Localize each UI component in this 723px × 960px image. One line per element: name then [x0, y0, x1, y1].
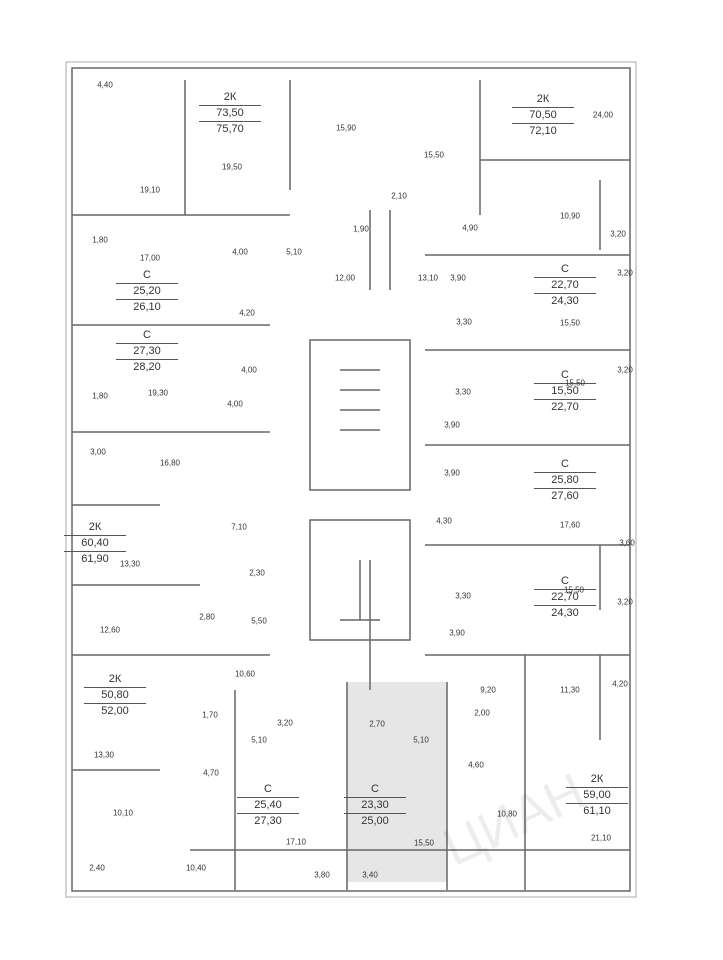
- room-area: 2,80: [199, 612, 215, 622]
- room-area: 2,00: [474, 708, 490, 718]
- room-area: 19,50: [221, 162, 243, 172]
- room-area: 10,60: [234, 669, 256, 679]
- room-area: 16,80: [159, 458, 181, 468]
- room-area: 2,10: [391, 191, 407, 201]
- room-area: 3,80: [314, 870, 330, 880]
- room-area: 15,50: [564, 378, 586, 388]
- room-area: 17,60: [559, 520, 581, 530]
- room-area: 5,10: [413, 735, 429, 745]
- room-area: 4,90: [462, 223, 478, 233]
- room-area: 4,20: [612, 679, 628, 689]
- room-area: 3,90: [450, 273, 466, 283]
- room-area: 4,00: [227, 399, 243, 409]
- room-area: 15,50: [413, 838, 435, 848]
- room-area: 19,10: [139, 185, 161, 195]
- room-area: 15,90: [335, 123, 357, 133]
- room-area: 3,20: [617, 268, 633, 278]
- room-area: 3,90: [444, 468, 460, 478]
- room-area: 5,10: [251, 735, 267, 745]
- room-area: 3,30: [455, 387, 471, 397]
- room-area: 3,90: [444, 420, 460, 430]
- room-area: 1,70: [202, 710, 218, 720]
- room-area: 13,30: [119, 559, 141, 569]
- highlighted-apartment: [347, 682, 447, 882]
- room-area: 10,90: [559, 211, 581, 221]
- room-area: 4,40: [97, 80, 113, 90]
- room-area: 15,50: [563, 585, 585, 595]
- room-area: 3,20: [617, 365, 633, 375]
- room-area: 3,60: [619, 538, 635, 548]
- room-area: 17,10: [285, 837, 307, 847]
- stairwell: [309, 339, 411, 491]
- room-area: 3,90: [449, 628, 465, 638]
- room-area: 3,20: [617, 597, 633, 607]
- room-area: 2,70: [369, 719, 385, 729]
- room-area: 4,30: [436, 516, 452, 526]
- room-area: 10,40: [185, 863, 207, 873]
- room-area: 11,30: [560, 685, 580, 695]
- room-area: 4,70: [203, 768, 219, 778]
- room-area: 17,00: [139, 253, 161, 263]
- room-area: 19,30: [147, 388, 169, 398]
- room-area: 5,10: [286, 247, 302, 257]
- room-area: 10,10: [112, 808, 134, 818]
- room-area: 2,40: [89, 863, 105, 873]
- room-area: 4,20: [239, 308, 255, 318]
- room-area: 4,60: [468, 760, 484, 770]
- room-area: 1,80: [92, 235, 108, 245]
- room-area: 13,30: [93, 750, 115, 760]
- room-area: 3,30: [456, 317, 472, 327]
- room-area: 15,50: [423, 150, 445, 160]
- room-area: 15,50: [559, 318, 581, 328]
- room-area: 13,10: [417, 273, 439, 283]
- room-area: 21,10: [590, 833, 612, 843]
- room-area: 3,40: [362, 870, 378, 880]
- room-area: 4,00: [232, 247, 248, 257]
- room-area: 2,30: [249, 568, 265, 578]
- room-area: 12,60: [99, 625, 121, 635]
- room-area: 9,20: [480, 685, 496, 695]
- room-area: 24,00: [592, 110, 614, 120]
- room-area: 7,10: [231, 522, 247, 532]
- room-area: 1,90: [353, 224, 369, 234]
- room-area: 12,00: [334, 273, 356, 283]
- elevator-shaft: [309, 519, 411, 641]
- room-area: 3,30: [455, 591, 471, 601]
- room-area: 4,00: [241, 365, 257, 375]
- outer-wall: [71, 67, 631, 892]
- room-area: 5,50: [251, 616, 267, 626]
- room-area: 10,80: [496, 809, 518, 819]
- room-area: 3,20: [610, 229, 626, 239]
- room-area: 1,80: [92, 391, 108, 401]
- room-area: 3,20: [277, 718, 293, 728]
- room-area: 3,00: [90, 447, 106, 457]
